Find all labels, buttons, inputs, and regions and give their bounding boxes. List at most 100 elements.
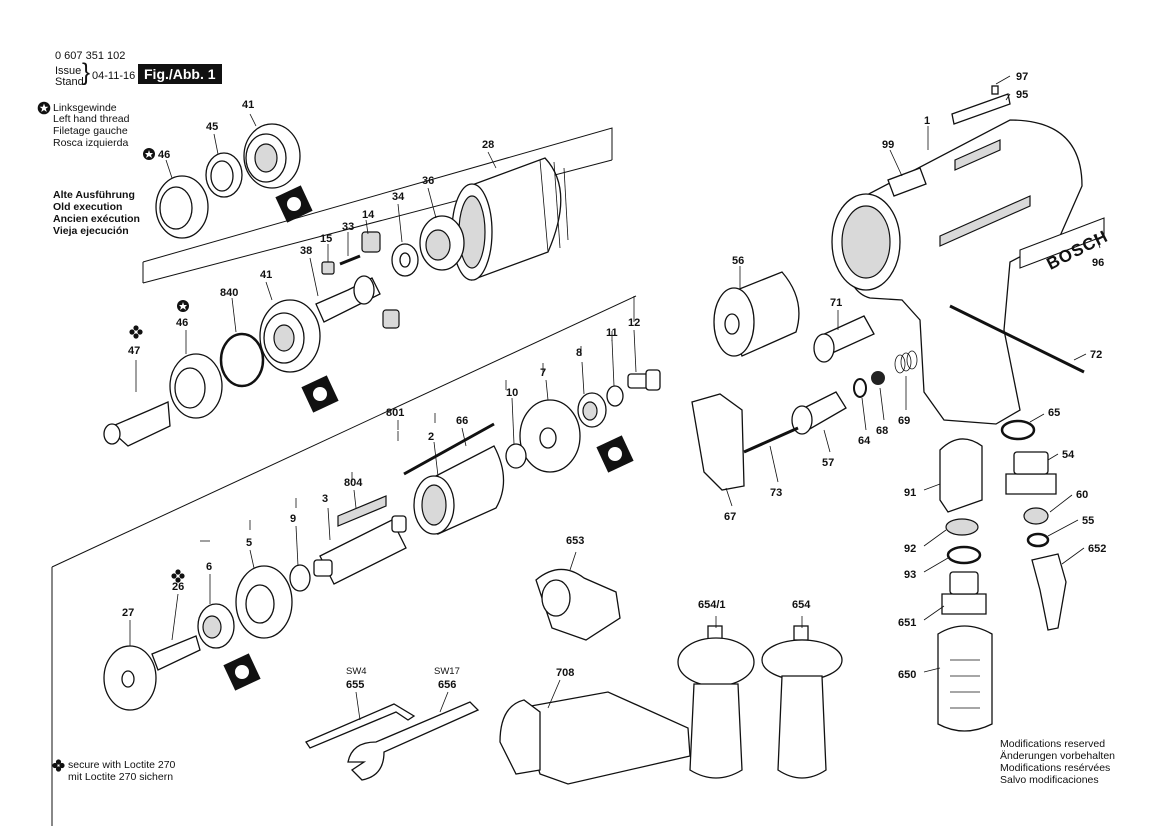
rotor-3 <box>313 515 407 585</box>
wrench-656 <box>347 701 480 781</box>
note-lh-line1: Linksgewinde <box>53 102 117 114</box>
callout-15: 15 <box>320 233 332 245</box>
note-mod-line1: Modifications reserved <box>1000 738 1106 750</box>
loctite-clover-icon <box>171 569 185 583</box>
left-hand-thread-icon <box>177 300 189 312</box>
callout-96: 96 <box>1092 257 1104 269</box>
cylinder-2 <box>413 445 505 535</box>
issue-label: Issue <box>55 65 82 77</box>
ring-10 <box>505 443 527 469</box>
bearing-symbol-3 <box>596 435 634 473</box>
callout-27: 27 <box>122 607 134 619</box>
handle-6541 <box>677 625 755 779</box>
callout-36: 36 <box>422 175 434 187</box>
bearing-symbol-2 <box>301 375 339 413</box>
callout-68: 68 <box>876 425 888 437</box>
nozzle-652 <box>1031 553 1067 631</box>
callout-5: 5 <box>246 537 252 549</box>
callout-65: 65 <box>1048 407 1060 419</box>
callout-656: 656 <box>438 679 456 691</box>
silencer-650 <box>937 625 993 732</box>
rivet-97 <box>991 85 999 95</box>
callout-28: 28 <box>482 139 494 151</box>
callout-55: 55 <box>1082 515 1094 527</box>
callout-9: 9 <box>290 513 296 525</box>
label-99 <box>887 167 927 197</box>
shaft-26 <box>151 635 201 671</box>
callout-numbers: 1 97 95 99 96 72 56 71 65 54 60 55 652 9… <box>122 71 1106 691</box>
nipple-651 <box>941 571 987 615</box>
pin-73 <box>743 426 799 454</box>
clamp-653 <box>535 568 621 641</box>
callout-67: 67 <box>724 511 736 523</box>
note-mod-line2: Änderungen vorbehalten <box>1000 750 1116 762</box>
callout-93: 93 <box>904 569 916 581</box>
bearing-6 <box>197 603 235 649</box>
callout-69: 69 <box>898 415 910 427</box>
bearing-8 <box>577 392 607 428</box>
cylinder-plate-7 <box>519 399 581 473</box>
ball-68 <box>871 371 885 385</box>
note-loctite-line2: mit Loctite 270 sichern <box>68 771 174 783</box>
cap-91 <box>939 438 983 513</box>
spindle-38 <box>315 275 400 329</box>
callout-840: 840 <box>220 287 238 299</box>
bracket-708 <box>499 691 691 785</box>
callout-10: 10 <box>506 387 518 399</box>
handle-654 <box>761 625 843 779</box>
tool-label-sw4: SW4 <box>346 666 367 677</box>
callout-26: 26 <box>172 581 184 593</box>
callout-91: 91 <box>904 487 916 499</box>
callout-34: 34 <box>392 191 405 203</box>
callout-33: 33 <box>342 221 354 233</box>
left-hand-thread-icon <box>37 101 51 119</box>
cylinder-plate-5 <box>235 565 293 639</box>
callout-56: 56 <box>732 255 744 267</box>
callout-14: 14 <box>362 209 375 221</box>
callout-41-top: 41 <box>242 99 254 111</box>
disc-27 <box>103 645 157 711</box>
callout-38: 38 <box>300 245 312 257</box>
plate-95 <box>951 93 1011 125</box>
bearing-41-mid <box>259 299 321 373</box>
screw-12 <box>627 369 661 391</box>
callout-654: 654 <box>792 599 811 611</box>
callout-95: 95 <box>1016 89 1028 101</box>
callout-92: 92 <box>904 543 916 555</box>
callout-1: 1 <box>924 115 930 127</box>
screen-92 <box>945 518 979 536</box>
callout-7: 7 <box>540 367 546 379</box>
bearing-symbol-1 <box>275 185 313 223</box>
nut-46-top <box>155 175 209 239</box>
housing-1 <box>831 119 1105 425</box>
callout-652: 652 <box>1088 543 1106 555</box>
note-mod-line4: Salvo modificaciones <box>1000 774 1099 786</box>
callout-801: 801 <box>386 407 404 419</box>
note-lh-line3: Filetage gauche <box>53 125 128 137</box>
tool-label-sw17: SW17 <box>434 666 460 677</box>
stand-label: Stand <box>55 76 84 88</box>
oring-65 <box>1000 419 1036 441</box>
callout-60: 60 <box>1076 489 1088 501</box>
note-mod-line3: Modifications resérvées <box>1000 762 1111 774</box>
callout-804: 804 <box>344 477 363 489</box>
callout-47: 47 <box>128 345 140 357</box>
callout-97: 97 <box>1016 71 1028 83</box>
bearing-symbol-4 <box>223 653 261 691</box>
pin-33 <box>339 254 361 266</box>
callout-655: 655 <box>346 679 364 691</box>
callout-3: 3 <box>322 493 328 505</box>
bearing-36 <box>419 215 465 271</box>
callout-66: 66 <box>456 415 468 427</box>
callout-650: 650 <box>898 669 916 681</box>
issue-date: 04-11-16 <box>92 70 136 82</box>
callout-11: 11 <box>606 327 618 339</box>
hex-key-655 <box>305 703 416 749</box>
callout-653: 653 <box>566 535 584 547</box>
callout-654-1: 654/1 <box>698 599 726 611</box>
valve-57 <box>791 391 847 435</box>
sleeve-28 <box>451 157 569 281</box>
spring-69 <box>894 350 918 374</box>
loctite-clover-icon <box>52 759 65 776</box>
